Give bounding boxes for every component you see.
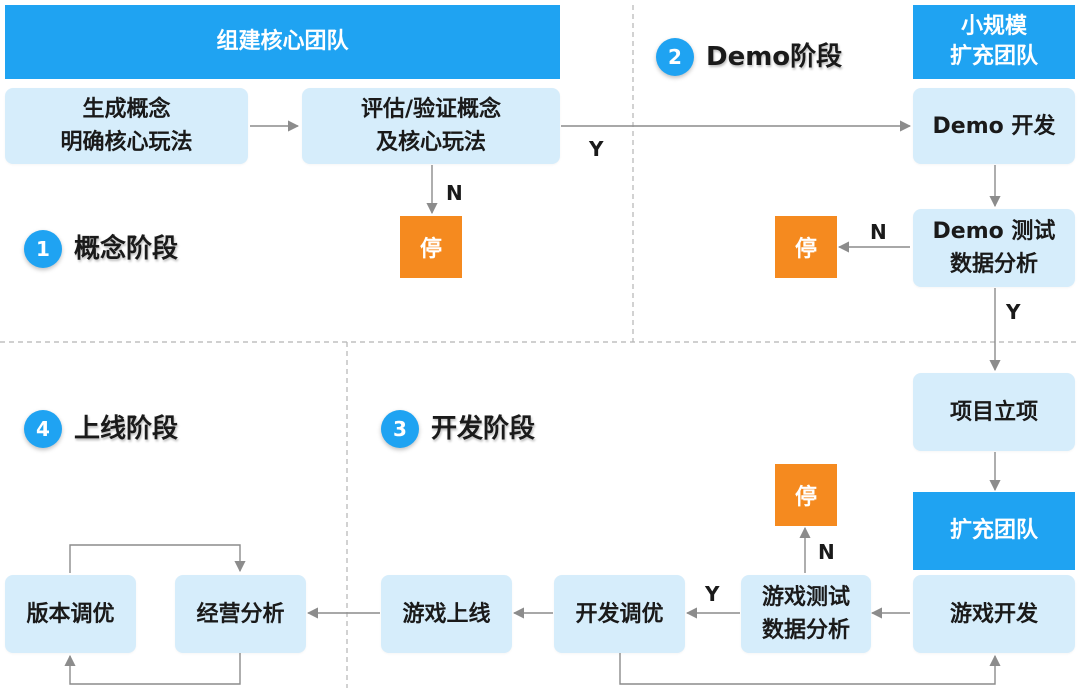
header-small-expand: 小规模 扩充团队 [913,5,1075,79]
phase-1-title: 概念阶段 [74,234,179,264]
stop-box-demo: 停 [775,216,837,278]
node-concept-eval: 评估/验证概念 及核心玩法 [302,88,560,164]
phase-3-title: 开发阶段 [431,414,536,444]
phase-4-badge: 4 [24,410,62,448]
phase-2-badge: 2 [656,38,694,76]
node-operation-analysis: 经营分析 [175,575,306,653]
node-version-tune: 版本调优 [5,575,136,653]
header-expand-team: 扩充团队 [913,492,1075,570]
node-game-test: 游戏测试 数据分析 [741,575,871,653]
stop-box-concept: 停 [400,216,462,278]
node-game-launch: 游戏上线 [381,575,512,653]
node-concept-gen: 生成概念 明确核心玩法 [5,88,248,164]
branch-label-game-no: N [818,540,835,564]
phase-2-title: Demo阶段 [706,42,843,72]
phase-4-title: 上线阶段 [74,414,179,444]
arrow-analysis-to-version [64,653,241,685]
stop-box-dev: 停 [775,464,837,526]
branch-label-eval-no: N [446,181,463,205]
branch-label-demo-yes: Y [1006,300,1021,324]
node-project-setup: 项目立项 [913,373,1075,451]
phase-1-badge: 1 [24,230,62,268]
node-demo-test: Demo 测试 数据分析 [913,209,1075,287]
branch-label-game-yes: Y [705,582,720,606]
branch-label-demo-no: N [870,220,887,244]
arrow-version-to-analysis [69,544,246,573]
node-demo-dev: Demo 开发 [913,88,1075,164]
branch-label-eval-yes: Y [589,137,604,161]
node-dev-tune: 开发调优 [554,575,685,653]
arrow-dev-tune-loop [619,653,1001,685]
header-core-team: 组建核心团队 [5,5,560,79]
phase-3-badge: 3 [381,410,419,448]
node-game-dev: 游戏开发 [913,575,1075,653]
